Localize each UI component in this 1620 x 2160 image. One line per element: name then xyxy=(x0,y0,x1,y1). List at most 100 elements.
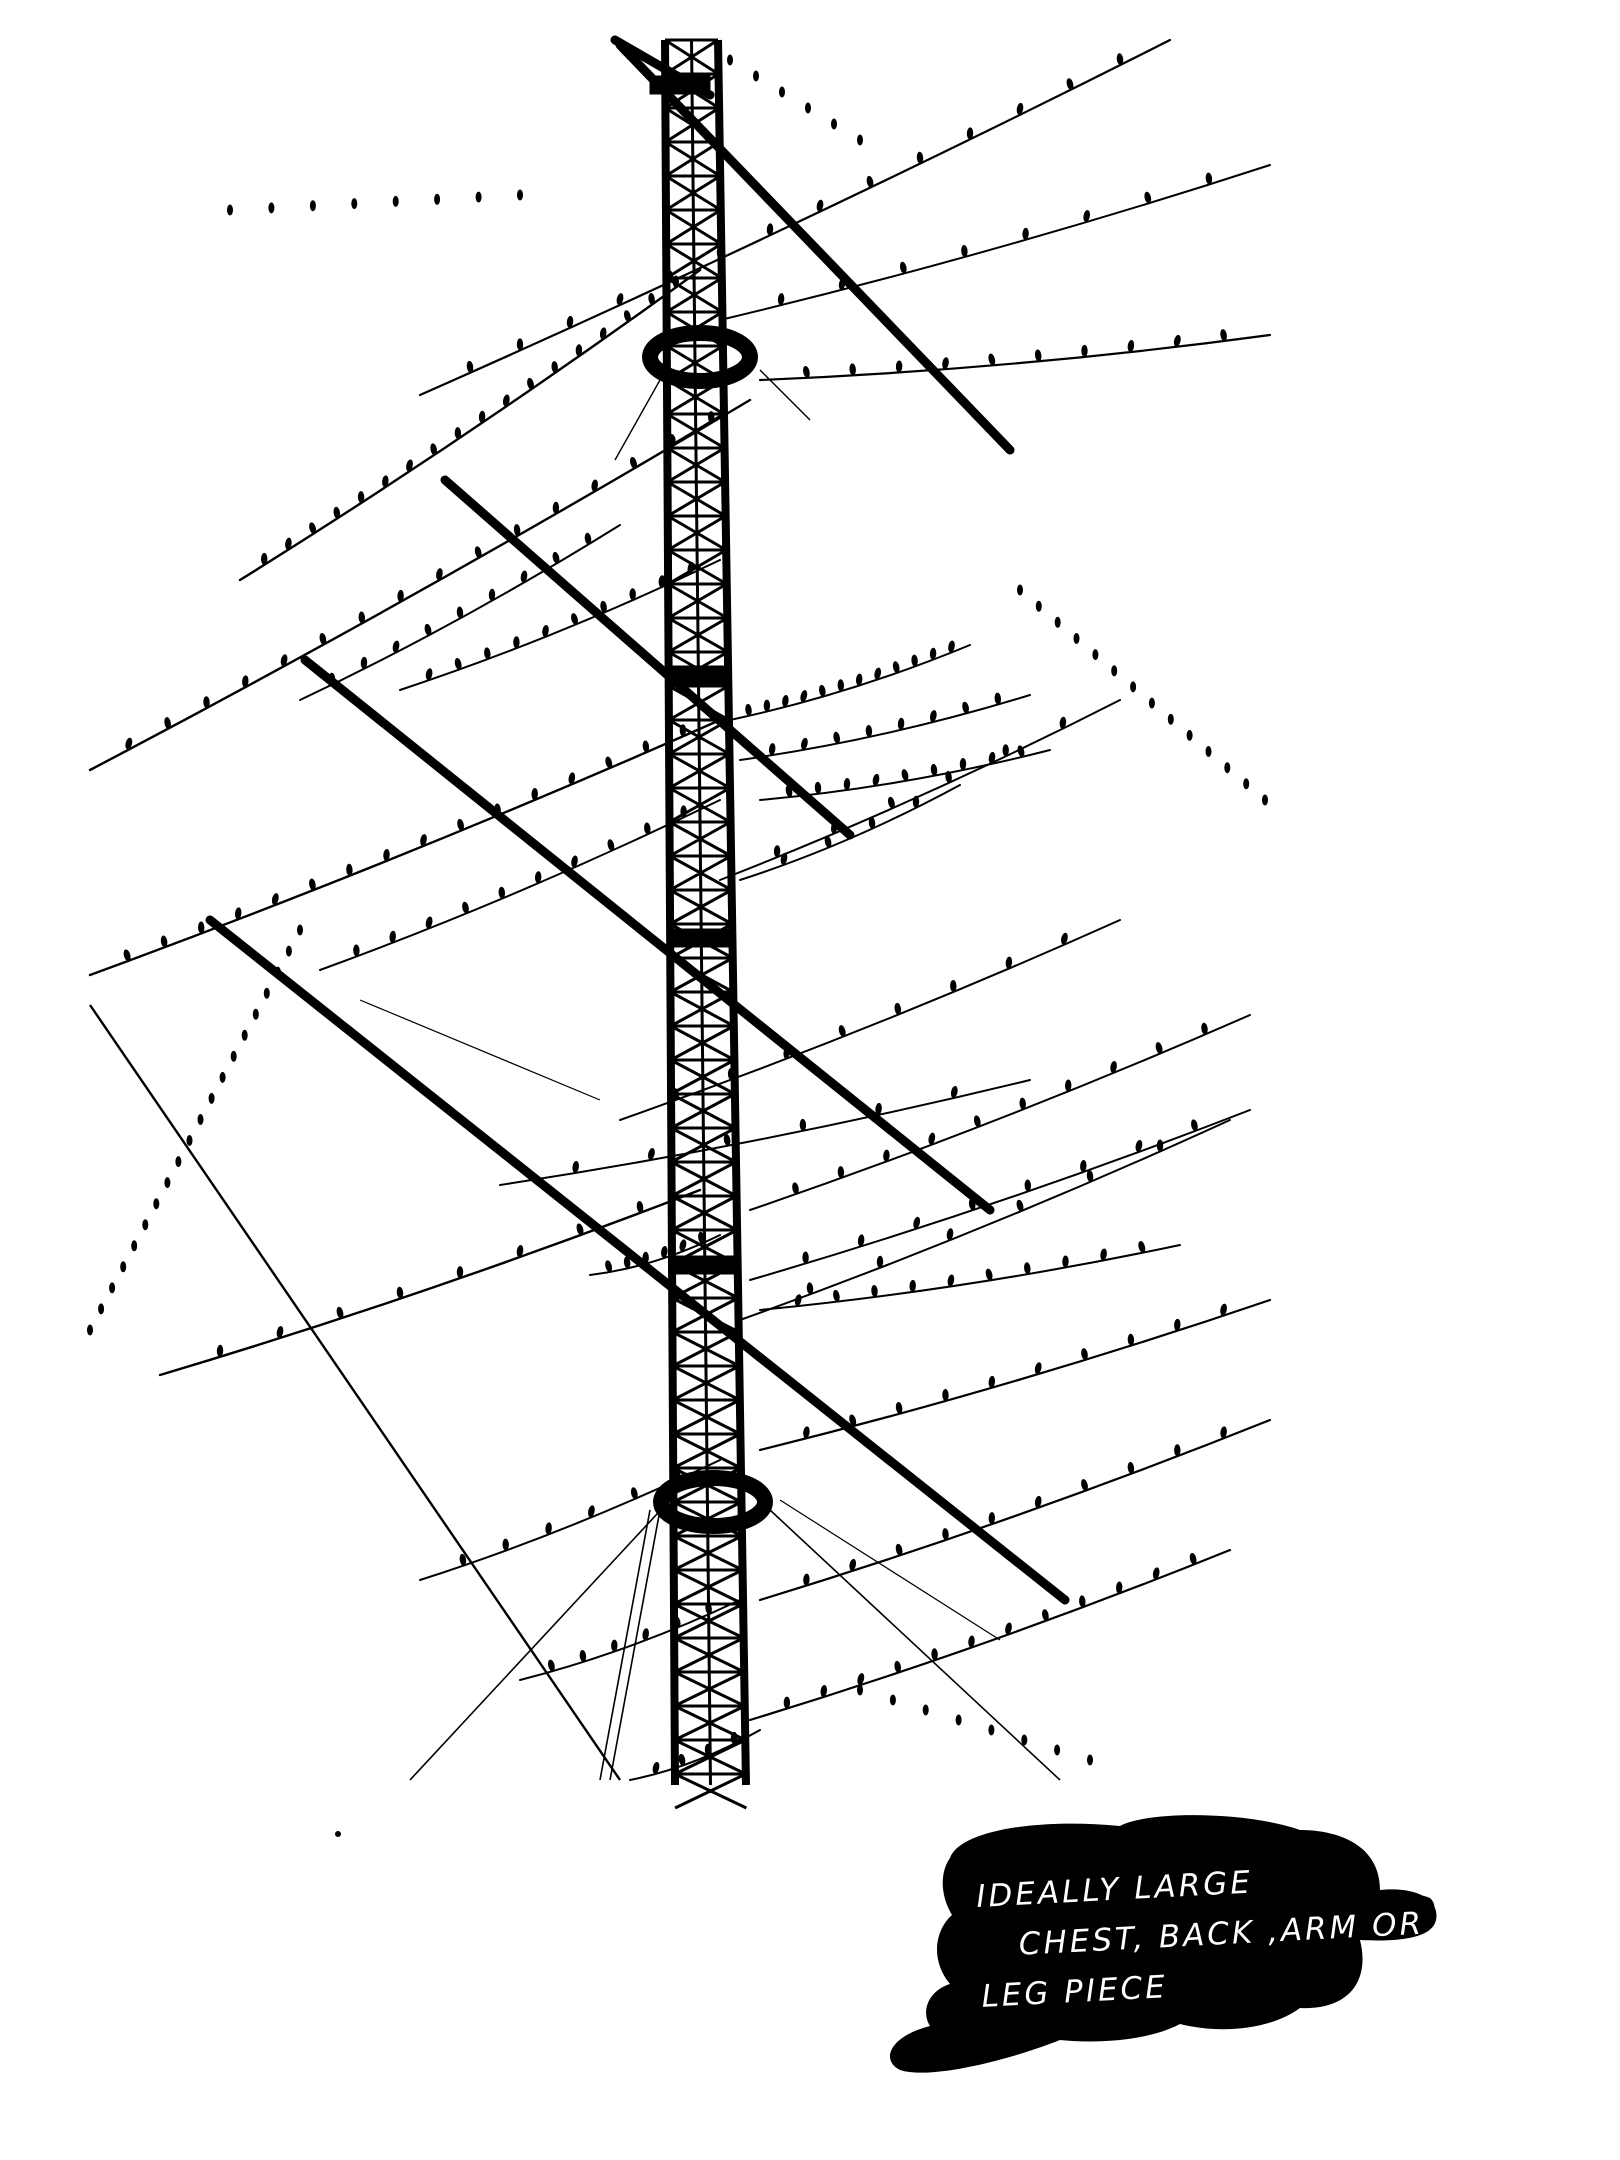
bird xyxy=(1148,697,1155,709)
bird xyxy=(1110,1060,1117,1073)
bird xyxy=(1191,1119,1198,1132)
bird xyxy=(669,434,676,446)
bird xyxy=(1002,744,1009,757)
bird xyxy=(871,1285,878,1297)
bird xyxy=(857,1234,865,1247)
bird xyxy=(1092,649,1099,661)
bird xyxy=(1156,1139,1164,1152)
bird xyxy=(955,1714,962,1726)
bird xyxy=(263,987,270,999)
bird xyxy=(548,1659,555,1672)
bird xyxy=(1062,1255,1069,1268)
boom xyxy=(205,915,1070,1605)
bird xyxy=(1064,1079,1072,1092)
bird xyxy=(857,1684,863,1696)
bird xyxy=(950,1085,958,1098)
bird xyxy=(961,245,968,257)
bird xyxy=(572,1160,579,1173)
bird xyxy=(1016,102,1024,115)
bird xyxy=(805,102,811,114)
bird xyxy=(457,818,464,831)
bird xyxy=(1042,1609,1049,1622)
bird xyxy=(766,223,774,236)
bird xyxy=(658,575,666,588)
wire xyxy=(749,1014,1251,1211)
bird xyxy=(534,871,542,884)
bird xyxy=(1189,1552,1197,1565)
bird xyxy=(985,1268,993,1281)
bird xyxy=(616,293,624,305)
bird xyxy=(783,1046,790,1059)
bird xyxy=(942,1528,949,1541)
bird xyxy=(280,654,288,667)
bird xyxy=(1205,172,1213,185)
bird xyxy=(98,1303,105,1315)
bird xyxy=(383,849,390,861)
bird xyxy=(673,1615,681,1628)
bird xyxy=(142,1219,149,1231)
bird xyxy=(629,588,636,601)
bird xyxy=(988,1375,996,1388)
mast-bracket xyxy=(649,75,711,95)
bird xyxy=(513,524,521,537)
bird xyxy=(1155,1042,1163,1054)
wire xyxy=(758,1298,1272,1452)
bird xyxy=(309,522,317,535)
bird xyxy=(973,1115,981,1128)
bird xyxy=(883,1149,890,1162)
bird xyxy=(642,740,650,753)
wire xyxy=(759,749,1051,801)
bird xyxy=(360,656,368,669)
bird xyxy=(216,1344,224,1357)
bird xyxy=(630,1487,638,1500)
bird xyxy=(849,363,856,376)
bird xyxy=(802,1251,809,1264)
bird xyxy=(912,795,920,808)
bird xyxy=(833,1289,840,1302)
bird xyxy=(568,772,576,785)
bird xyxy=(799,1118,807,1131)
bird xyxy=(1174,1444,1181,1457)
bird xyxy=(988,1724,995,1736)
bird xyxy=(680,805,687,818)
bird xyxy=(894,1002,902,1015)
bird xyxy=(517,189,523,201)
bird xyxy=(1054,1744,1061,1756)
bird xyxy=(833,731,841,744)
wire xyxy=(299,524,621,701)
bird xyxy=(773,845,781,858)
bird xyxy=(644,822,651,835)
bird xyxy=(234,907,242,920)
bird xyxy=(1201,1022,1208,1035)
wire xyxy=(749,1109,1251,1281)
bird xyxy=(777,293,785,306)
bird xyxy=(803,1426,810,1439)
bird xyxy=(425,668,433,681)
bird xyxy=(358,611,366,624)
bird xyxy=(857,134,863,146)
wire xyxy=(238,268,702,582)
bird xyxy=(474,546,482,559)
wire xyxy=(88,398,752,772)
bird xyxy=(456,1266,464,1279)
bird xyxy=(516,338,524,351)
bird xyxy=(779,86,785,98)
bird xyxy=(353,944,360,957)
bird xyxy=(930,763,938,776)
bird xyxy=(434,193,441,205)
bird xyxy=(131,1240,138,1252)
bird xyxy=(894,1660,901,1673)
bird xyxy=(1138,1241,1146,1253)
bird xyxy=(780,852,788,865)
bird xyxy=(909,1279,916,1292)
bird xyxy=(406,459,413,472)
bird xyxy=(527,377,534,390)
bird xyxy=(1005,956,1013,969)
bird xyxy=(1220,1426,1227,1439)
bird xyxy=(571,613,578,625)
bird xyxy=(520,570,528,583)
bird xyxy=(1061,932,1068,945)
bird xyxy=(488,588,496,601)
bird xyxy=(1066,78,1074,90)
bird xyxy=(698,1231,705,1244)
